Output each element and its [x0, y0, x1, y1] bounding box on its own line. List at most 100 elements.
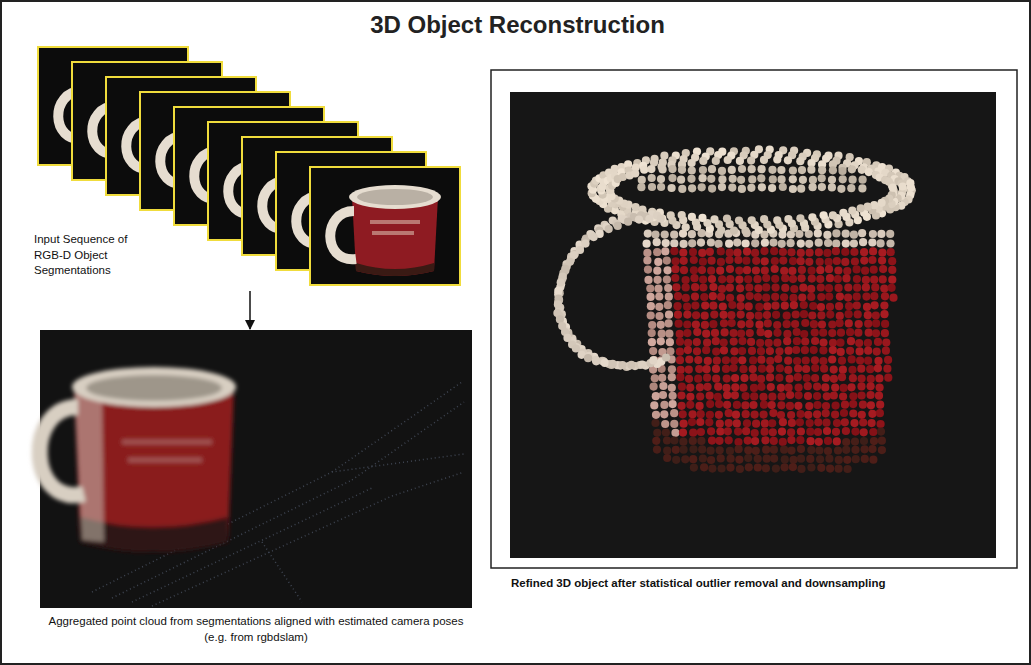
cloud-point [825, 293, 833, 301]
cloud-point [742, 392, 750, 400]
cloud-point [848, 355, 856, 363]
cloud-point [825, 284, 833, 292]
cloud-point [737, 302, 745, 310]
cloud-point [849, 409, 857, 417]
cloud-point [672, 257, 680, 265]
cloud-point [686, 401, 694, 409]
cloud-point [770, 437, 778, 445]
cloud-point [743, 266, 751, 274]
cloud-point [689, 410, 697, 418]
cloud-point [850, 231, 858, 239]
cloud-point [762, 464, 770, 472]
cloud-point [752, 266, 760, 274]
cloud-point [566, 258, 574, 266]
cloud-point [726, 249, 734, 257]
cloud-point [655, 303, 663, 311]
cloud-point [804, 392, 812, 400]
cloud-point [813, 401, 821, 409]
cloud-point [779, 248, 787, 256]
cloud-point [670, 436, 678, 444]
cloud-point [663, 257, 671, 265]
cloud-point [822, 374, 830, 382]
cloud-point [624, 218, 632, 226]
cloud-point [799, 176, 807, 184]
cloud-point [694, 356, 702, 364]
cloud-point [817, 311, 825, 319]
cloud-point [798, 166, 806, 174]
cloud-point [835, 465, 843, 473]
cloud-point [683, 311, 691, 319]
cloud-point [864, 320, 872, 328]
cloud-point [563, 334, 571, 342]
cloud-point [825, 265, 833, 273]
cloud-point [742, 410, 750, 418]
cloud-point [751, 429, 759, 437]
cloud-point [761, 419, 769, 427]
cloud-point [697, 410, 705, 418]
cloud-point [697, 428, 705, 436]
cloud-point [744, 446, 752, 454]
cloud-point [665, 319, 673, 327]
cloud-point [773, 329, 781, 337]
cloud-point [682, 276, 690, 284]
cloud-point [771, 265, 779, 273]
cloud-point [744, 437, 752, 445]
cloud-point [854, 329, 862, 337]
cloud-point [832, 402, 840, 410]
cloud-point [811, 374, 819, 382]
cloud-point [687, 175, 695, 183]
cloud-point [889, 184, 897, 192]
cloud-point [694, 375, 702, 383]
cloud-point [701, 312, 709, 320]
cloud-point [815, 438, 823, 446]
cloud-point [786, 375, 794, 383]
cloud-point [783, 330, 791, 338]
cloud-point [751, 437, 759, 445]
cloud-point [679, 248, 687, 256]
cloud-point [710, 311, 718, 319]
cloud-point [761, 257, 769, 265]
cloud-point [877, 428, 885, 436]
cloud-point [769, 175, 777, 183]
point-cloud-mug [553, 145, 916, 473]
cloud-point [835, 302, 843, 310]
cloud-point [783, 320, 791, 328]
cloud-point [672, 456, 680, 464]
cloud-point [609, 360, 617, 368]
cloud-point [627, 361, 635, 369]
cloud-point [799, 284, 807, 292]
cloud-point [764, 330, 772, 338]
cloud-point [800, 330, 808, 338]
cloud-point [717, 247, 725, 255]
cloud-point [652, 411, 660, 419]
cloud-point [874, 357, 882, 365]
cloud-point [814, 428, 822, 436]
cloud-point [722, 384, 730, 392]
cloud-point [758, 165, 766, 173]
cloud-point [869, 456, 877, 464]
cloud-point [787, 248, 795, 256]
cloud-point [817, 303, 825, 311]
cloud-point [693, 328, 701, 336]
cloud-point [850, 248, 858, 256]
cloud-point [863, 303, 871, 311]
cloud-point [888, 266, 896, 274]
cloud-point [834, 266, 842, 274]
cloud-point [650, 401, 658, 409]
cloud-point [828, 183, 836, 191]
cloud-point [690, 266, 698, 274]
cloud-point [729, 175, 737, 183]
cloud-point [829, 339, 837, 347]
cloud-point [686, 393, 694, 401]
cloud-point [850, 419, 858, 427]
cloud-point [714, 393, 722, 401]
cloud-point [868, 445, 876, 453]
cloud-point [867, 382, 875, 390]
cloud-point [760, 401, 768, 409]
cloud-point [735, 267, 743, 275]
cloud-point [777, 411, 785, 419]
cloud-point [819, 357, 827, 365]
cloud-point [778, 428, 786, 436]
cloud-point [789, 456, 797, 464]
cloud-point [758, 365, 766, 373]
